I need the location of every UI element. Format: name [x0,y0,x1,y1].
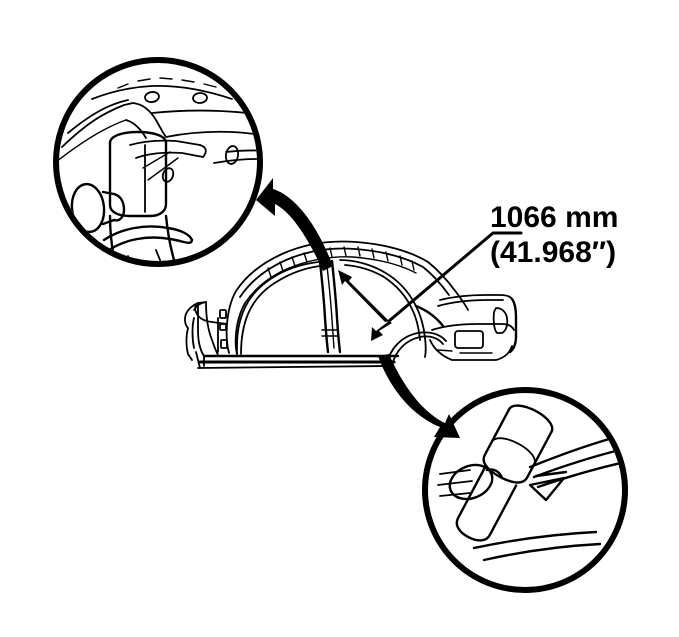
gauge-arm-bottom [135,151,204,159]
bumper-lower-edge [429,339,513,361]
upper-left-detail-view [53,57,263,267]
gauge-knob-shaft [101,190,116,226]
dimension-metric-value: 1066 mm [490,201,618,234]
gauge-knob [70,182,106,234]
rocker-front-cap [195,351,205,369]
rail-lower-edge [165,130,257,138]
panel-right-edge-1 [225,149,257,153]
detail-circle-upper [53,57,263,267]
dimension-text-group: 1066 mm (41.968″) [490,201,618,269]
rail-flange-1 [67,99,129,134]
front-door-aperture-inner [240,265,321,355]
rear-roof-to-quarter [427,261,469,311]
roof-inner [239,247,424,298]
gauge-body [108,141,168,218]
hinge-pillar-front [197,302,205,357]
arrow-lower-body [378,354,460,438]
gauge-lower-tip [528,476,566,502]
panel-dotted-edge [117,77,217,89]
dimension-arrow-upper [338,270,389,322]
detail-circle-lower [422,387,628,593]
pillar-left-edge [108,214,118,261]
dimension-arrow-lower [371,321,392,341]
arrow-upper-body [256,178,333,271]
gauge-lower-tip-edge [534,470,568,478]
gauge-pointer-lower [455,404,554,542]
rail-flange-3 [59,119,127,163]
b-pillar-front [318,260,330,354]
b-pillar-detail [321,329,339,337]
hinge-hole-mid [219,323,227,331]
b-pillar-center [326,265,335,349]
front-panel-inner [193,301,207,311]
hinge-pillar-inner [205,301,219,356]
hinge-hole-lower [220,339,228,349]
rear-end-panel [508,297,518,354]
gauge-lower-top [507,404,554,434]
panel-hole-1 [144,91,160,103]
callout-arrow-upper [256,178,333,271]
b-pillar-rear [330,259,342,354]
front-panel-upper [184,302,199,329]
dimension-leader-line [387,231,523,323]
gauge-lower-knob [448,463,494,501]
c-pillar-lower [424,337,427,358]
pillar-right-edge [164,214,180,261]
front-door-aperture [236,261,319,355]
front-panel-lower [185,327,193,361]
gauge-lower-knob-shaft [485,468,504,480]
callout-arrow-lower [378,354,460,438]
dimension-imperial-value: (41.968″) [490,236,616,269]
detail-upper-contents [59,77,257,261]
collar-bottom [104,236,194,254]
bumper-opening [454,330,484,349]
rail-flange-2 [61,102,134,148]
panel-hole-2 [192,92,208,104]
lower-right-detail-view [422,387,628,593]
front-panel-edge [191,317,195,349]
bumper-detail-line [437,349,493,354]
panel-line-lower-1 [472,530,598,550]
quarter-belt-line [439,294,513,301]
c-pillar-outer [414,304,445,328]
rear-door-aperture-inner [344,264,421,341]
panel-upper-edge [91,84,233,100]
rocker-lower [197,365,389,369]
roof-rail-ticks [267,246,415,278]
collar-top [102,225,194,242]
panel-hole-3 [224,145,240,165]
vehicle-body-side-frame [184,240,518,369]
rail-bend [132,102,167,138]
panel-line-lower-2 [482,542,602,562]
gauge-lower-shaft-end [455,517,491,542]
gauge-arm-tip [199,144,207,158]
gauge-lower-collar [490,437,536,466]
gauge-body-top [108,130,168,145]
a-pillar-front [225,290,237,354]
bumper-upper-edge [431,323,515,331]
quarter-belt-line-2 [437,299,504,307]
hinge-hole-upper [219,309,227,319]
tail-lamp [492,307,509,334]
gauge-collar [112,192,126,222]
panel-right-edge-2 [213,158,257,164]
rear-wheel-arch [391,335,444,366]
cowl-upper [194,301,228,325]
roof-outer [235,240,429,292]
rail-flange-3b [125,119,147,139]
gauge-lower-body [482,408,553,484]
gauge-arm-top [129,139,201,146]
rear-wheel-arch-outer [385,331,447,367]
dimension-arrows [338,231,523,341]
rear-door-aperture [339,259,426,339]
